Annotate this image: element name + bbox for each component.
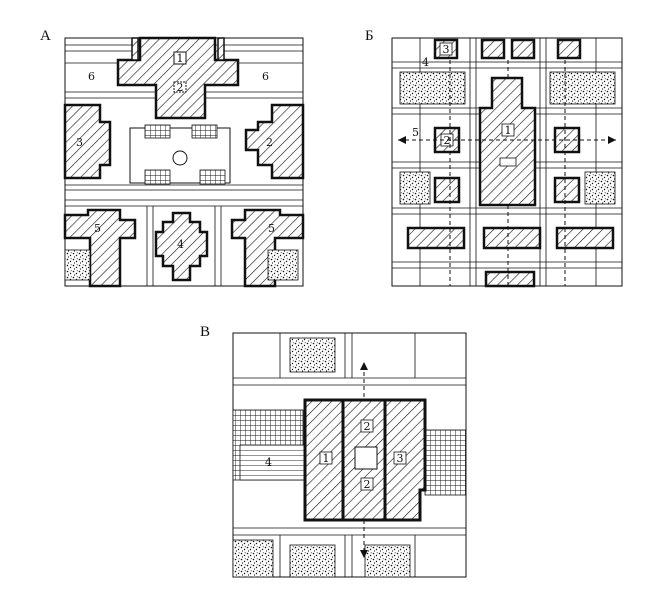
label-1-panel-b: 1 [505, 124, 512, 137]
building-3 [480, 38, 506, 60]
axis-tower-right [217, 37, 225, 61]
label-3-panel-a: 3 [76, 136, 83, 149]
monument-circle [172, 150, 188, 166]
square-grid-top-right [191, 124, 218, 139]
green-block [399, 71, 466, 105]
building-2-panel-a [244, 103, 305, 180]
label-4-panel-c: 4 [265, 456, 272, 469]
square-grid-bottom-left [144, 169, 171, 185]
label-2-right-panel-a: 2 [266, 136, 273, 149]
label-3-panel-c: 3 [397, 452, 404, 465]
building-3 [510, 38, 536, 60]
building-5-right [230, 208, 305, 288]
paving-lines [239, 444, 306, 481]
panel-c-letter: В [200, 324, 210, 340]
green-block-top [289, 337, 336, 373]
courtyard [354, 446, 378, 470]
label-5-left: 5 [94, 222, 101, 235]
building-2 [484, 270, 536, 288]
building-2 [553, 176, 581, 204]
building-4-panel-a [154, 211, 209, 282]
square-grid-bottom-right [199, 169, 226, 185]
building-2 [555, 226, 615, 250]
central-square [129, 127, 231, 184]
panel-a-letter: А [40, 28, 51, 44]
building-3-panel-a [63, 103, 112, 180]
label-3-panel-b: 3 [443, 43, 450, 56]
arrow-up [360, 362, 368, 370]
building-2 [482, 226, 542, 250]
label-1-panel-c: 1 [323, 452, 330, 465]
green-block-left [64, 249, 91, 281]
green-block [549, 71, 616, 105]
label-5-right: 5 [268, 222, 275, 235]
building-2 [406, 226, 466, 250]
building-2 [433, 176, 461, 204]
green-block-bottom [289, 544, 336, 578]
label-4-panel-b: 4 [422, 56, 429, 69]
panel-c: В 4 1 2 [200, 324, 467, 578]
green-block-corner [232, 539, 274, 578]
label-1-panel-a: 1 [177, 52, 184, 65]
axis-tower-left [131, 37, 139, 61]
building-3 [556, 38, 582, 60]
arrow-left [398, 136, 406, 144]
green-block-bottom-right [364, 544, 411, 578]
label-4-panel-a: 4 [177, 238, 184, 251]
building-5-left [63, 208, 137, 288]
green-block [399, 171, 431, 205]
building-1-panel-a [116, 36, 240, 120]
label-2-bottom-panel-c: 2 [364, 478, 371, 491]
panel-a: А 1 2 6 6 3 2 [40, 28, 305, 288]
label-box-1 [173, 51, 187, 65]
panel-b: Б 3 [365, 28, 623, 288]
building-1-panel-b [478, 76, 537, 207]
label-5-panel-b: 5 [412, 126, 419, 139]
arrow-right [608, 136, 616, 144]
panel-a-streets [65, 44, 303, 286]
arrow-down [360, 550, 368, 558]
label-6-right: 6 [262, 70, 269, 83]
pedestrian-axes [398, 60, 616, 286]
label-6-left: 6 [88, 70, 95, 83]
green-block-right [267, 249, 299, 281]
panel-b-letter: Б [365, 28, 374, 44]
square-grid-top-left [144, 124, 171, 139]
label-2-top-panel-c: 2 [364, 420, 371, 433]
green-block [584, 171, 616, 205]
label-box-2-center [173, 81, 187, 93]
label-2-center-panel-a: 2 [177, 81, 184, 94]
panel-c-streets [233, 333, 466, 577]
paving-grid-right [424, 429, 467, 496]
